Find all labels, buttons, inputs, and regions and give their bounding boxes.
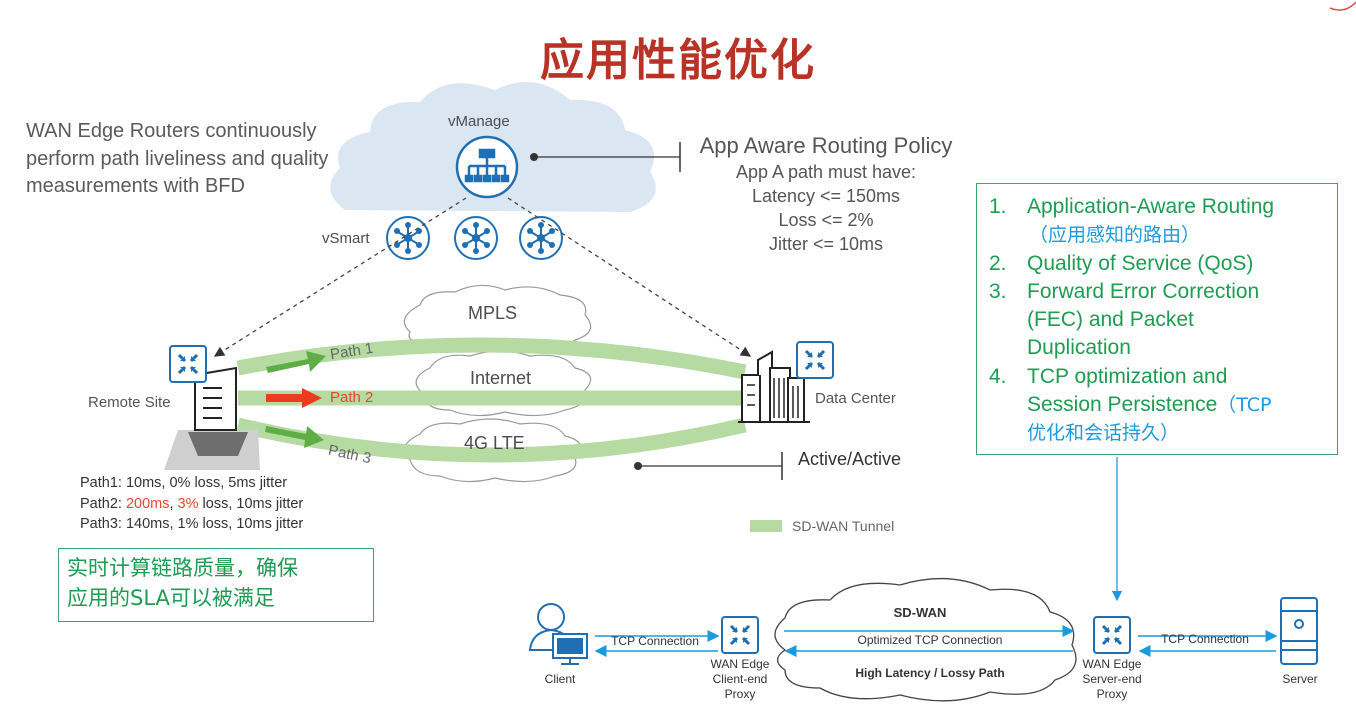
legend-label: SD-WAN Tunnel: [792, 518, 895, 534]
feature-item-3-line3: Duplication: [1027, 336, 1131, 359]
feature-text: Forward Error Correction: [1027, 280, 1260, 303]
path1-arrow: [266, 351, 326, 373]
remote-site-icon: [164, 366, 260, 470]
edge-client-line: Client-end: [712, 672, 768, 686]
feature-text: TCP optimization and: [1027, 365, 1228, 388]
policy-line: Loss <= 2%: [778, 210, 874, 230]
metric-path2-loss: 3%: [177, 495, 199, 512]
metric-path1: Path1: 10ms, 0% loss, 5ms jitter: [80, 475, 288, 491]
feature-number: 3.: [989, 280, 1007, 303]
edge-server-router-icon: [1092, 615, 1132, 655]
control-line-remote: [213, 197, 467, 357]
edge-server-line: Server-end: [1082, 672, 1142, 686]
feature-number: 2.: [989, 252, 1007, 275]
remote-site-label: Remote Site: [88, 394, 171, 411]
policy-line: App A path must have:: [735, 162, 917, 182]
optimized-tcp-label: Optimized TCP Connection: [857, 633, 1003, 647]
edge-server-line: Proxy: [1096, 687, 1128, 701]
active-active-label: Active/Active: [798, 449, 902, 469]
server-icon: [1280, 597, 1318, 665]
tcp-left-label: TCP Connection: [611, 634, 699, 648]
server-label: Server: [1282, 672, 1318, 686]
feature-item-4-cn: 优化和会话持久）: [1027, 422, 1180, 444]
client-icon: [528, 603, 588, 665]
edge-client-router-icon: [720, 615, 760, 655]
legend-swatch: [750, 520, 782, 532]
lossy-path-label: High Latency / Lossy Path: [855, 666, 1005, 680]
metric-path2-rest: loss, 10ms jitter: [198, 495, 304, 512]
path2-label: Path 2: [330, 389, 374, 406]
page-title: 应用性能优化: [540, 35, 816, 86]
policy-title: App Aware Routing Policy: [699, 133, 953, 158]
vmanage-label: vManage: [448, 113, 510, 130]
vsmart-icon-1: [386, 216, 430, 260]
vsmart-icon-3: [519, 216, 563, 260]
feature-number: 1.: [989, 195, 1007, 218]
feature-text: Application-Aware Routing: [1027, 195, 1275, 218]
feature-cn-tail: （TCP: [1217, 394, 1272, 416]
vsmart-label: vSmart: [322, 230, 370, 247]
remote-router-icon: [168, 344, 208, 384]
path2-arrow: [266, 388, 322, 408]
edge-client-line: Proxy: [724, 687, 756, 701]
edge-server-label: WAN Edge Server-end Proxy: [1072, 657, 1152, 702]
metric-path2-sep: ,: [169, 495, 178, 512]
metric-path2-prefix: Path2:: [80, 495, 126, 512]
metric-path2: Path2: 200ms, 3% loss, 10ms jitter: [80, 494, 303, 515]
client-label: Client: [544, 672, 576, 686]
edge-client-line: WAN Edge: [710, 657, 770, 671]
path3-arrow: [265, 426, 324, 448]
control-line-dc: [507, 197, 752, 357]
vsmart-icon-2: [454, 216, 498, 260]
metric-path3: Path3: 140ms, 1% loss, 10ms jitter: [80, 516, 304, 532]
sla-note-line: 实时计算链路质量，确保: [67, 556, 298, 580]
sla-note-box: 实时计算链路质量，确保 应用的SLA可以被满足: [58, 548, 374, 622]
sdwan-cloud: [774, 577, 1077, 702]
transport-label-internet: Internet: [470, 368, 532, 388]
sdwan-cloud-label: SD-WAN: [893, 605, 947, 620]
tcp-right-label: TCP Connection: [1161, 632, 1249, 646]
feature-list-box: 1. Application-Aware Routing （应用感知的路由） 2…: [976, 183, 1338, 455]
edge-client-label: WAN Edge Client-end Proxy: [700, 657, 780, 702]
transport-label-mpls: MPLS: [468, 303, 518, 323]
intro-text: WAN Edge Routers continuously perform pa…: [26, 120, 329, 197]
feature-item-1-cn: （应用感知的路由）: [1029, 224, 1201, 246]
policy-line: Jitter <= 10ms: [768, 234, 884, 254]
metric-path2-latency: 200ms: [125, 495, 170, 512]
policy-line: Latency <= 150ms: [751, 186, 901, 206]
data-center-icon: [738, 350, 810, 423]
dc-router-icon: [795, 340, 835, 380]
transport-label-lte: 4G LTE: [464, 433, 525, 453]
sla-note-line: 应用的SLA可以被满足: [67, 586, 275, 610]
path-metrics: Path1: 10ms, 0% loss, 5ms jitter Path2: …: [80, 473, 303, 535]
feature-number: 4.: [989, 365, 1007, 388]
feature-item-3-line2: (FEC) and Packet: [1027, 308, 1194, 331]
feature-item-4-line2: Session Persistence（TCP: [1027, 391, 1271, 420]
feature-text: Quality of Service (QoS): [1027, 252, 1254, 275]
corner-decoration: [1329, 1, 1356, 11]
edge-server-line: WAN Edge: [1082, 657, 1142, 671]
feature-text: Session Persistence: [1027, 393, 1218, 416]
data-center-label: Data Center: [815, 390, 896, 407]
